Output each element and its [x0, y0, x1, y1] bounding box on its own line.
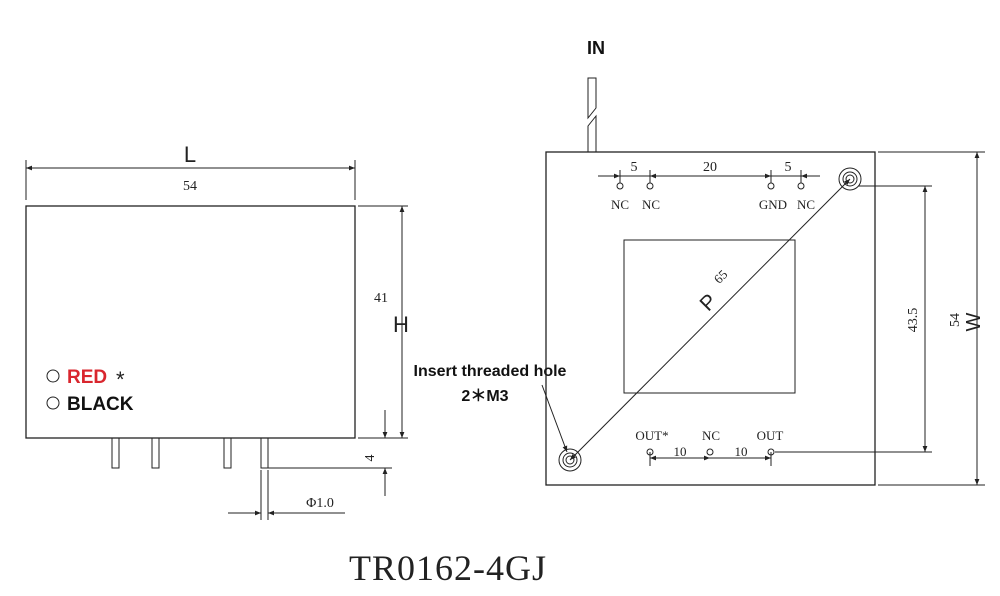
in-label: IN: [587, 38, 605, 58]
diagonal-dimension-line: [569, 178, 851, 461]
width-symbol: W: [963, 312, 985, 331]
black-lead-label: BLACK: [67, 394, 134, 415]
top-pin-label: GND: [759, 197, 787, 212]
red-lead-mark: *: [116, 367, 125, 392]
bottom-dim: 10: [735, 444, 748, 459]
bottom-pin-label: OUT*: [635, 428, 668, 443]
input-cable: [587, 77, 597, 120]
callout-line2: 2＊M3: [461, 388, 508, 405]
pin-diameter-value: Φ1.0: [306, 496, 334, 511]
front-view: [25, 160, 408, 520]
pin: [260, 437, 269, 469]
top-pin-label: NC: [611, 197, 629, 212]
pin: [111, 437, 120, 469]
top-pin-label: NC: [642, 197, 660, 212]
top-body-outline: [545, 151, 876, 486]
bottom-pin-label: NC: [702, 428, 720, 443]
red-lead-circle: [46, 369, 60, 383]
black-lead-circle: [46, 396, 60, 410]
top-view: [545, 77, 985, 486]
pin-hole: [706, 448, 714, 456]
front-body-outline: [25, 205, 356, 439]
top-dim-3: 5: [785, 160, 792, 175]
bottom-dim: 10: [674, 444, 687, 459]
top-dim-2: 20: [703, 160, 717, 175]
pin-height-value: 4: [363, 455, 378, 462]
width-value: 54: [948, 313, 963, 327]
threaded-hole-callout: Insert threaded hole 2＊M3: [414, 363, 568, 453]
pin-hole: [646, 182, 654, 190]
diagonal-value: 65: [711, 267, 731, 287]
pin: [223, 437, 232, 469]
hole-spacing-value: 43.5: [906, 308, 921, 333]
pin-hole: [797, 182, 805, 190]
red-lead-label: RED: [67, 367, 107, 388]
bottom-pin-label: OUT: [757, 428, 784, 443]
front-view-labels: L 54 41 H 4 Φ1.0 RED * BLACK: [67, 142, 409, 511]
pin-hole: [616, 182, 624, 190]
pin: [151, 437, 160, 469]
top-pin-label: NC: [797, 197, 815, 212]
core-window: [623, 239, 796, 394]
callout-line1: Insert threaded hole: [414, 363, 567, 380]
pin-hole: [767, 182, 775, 190]
length-value: 54: [183, 179, 197, 194]
model-name: TR0162-4GJ: [349, 548, 547, 588]
height-value: 41: [374, 291, 388, 306]
top-view-labels: IN 5 20 5 NC NC GND NC P 65 43.5 54 W OU…: [587, 38, 985, 459]
top-dim-1: 5: [631, 160, 638, 175]
length-symbol: L: [184, 142, 196, 167]
height-symbol: H: [393, 312, 409, 337]
